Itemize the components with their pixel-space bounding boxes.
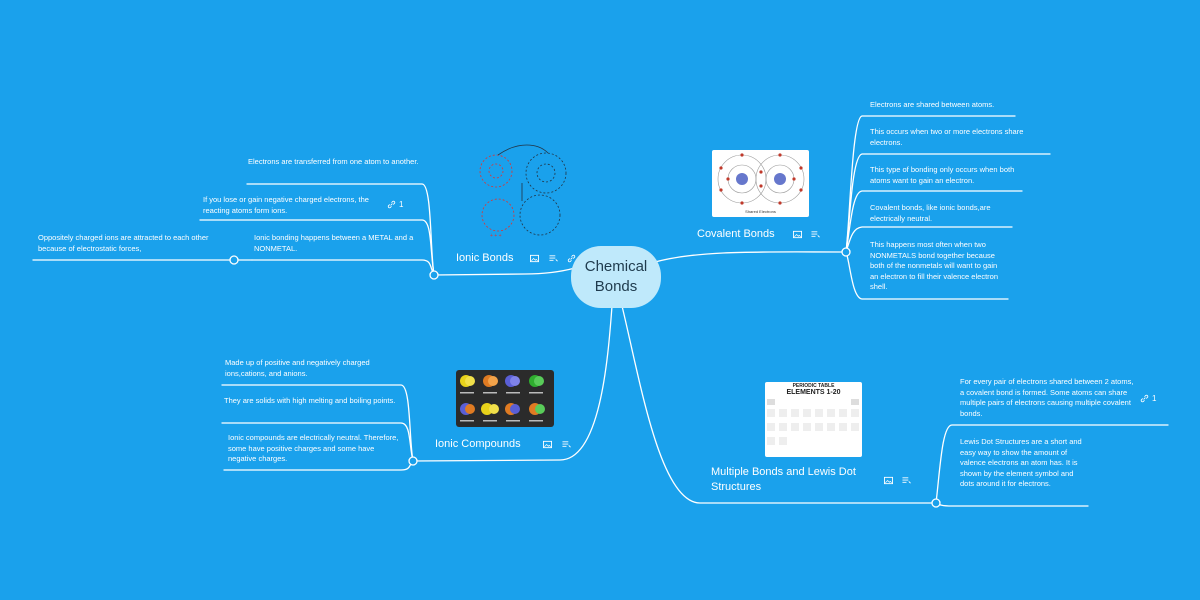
covalent-bonds-image: Shared Electrons: [712, 150, 809, 217]
periodic-table-subtitle: ELEMENTS 1-20: [786, 389, 841, 396]
note-pair-of-electrons[interactable]: For every pair of electrons shared betwe…: [960, 377, 1134, 418]
topic-ionic-bonds[interactable]: Ionic Bonds: [456, 251, 513, 265]
ionic-bonds-image: + + +: [478, 143, 568, 241]
note-electrons-shared[interactable]: Electrons are shared between atoms.: [870, 100, 995, 109]
image-icon[interactable]: [793, 230, 802, 239]
note-lewis-dot[interactable]: Lewis Dot Structures are a short and eas…: [960, 437, 1082, 488]
central-topic[interactable]: Chemical Bonds: [571, 246, 661, 308]
image-icon[interactable]: [543, 440, 552, 449]
topic-ionic-bonds-label: Ionic Bonds: [456, 252, 514, 264]
note-lose-gain-electrons[interactable]: If you lose or gain negative charged ele…: [203, 195, 369, 215]
topic-multiple-bonds[interactable]: Multiple Bonds and Lewis Dot Structures: [711, 465, 886, 495]
note-two-or-more[interactable]: This occurs when two or more electrons s…: [870, 127, 1024, 147]
connector-covalent-bonds: [654, 251, 847, 263]
node-dot-ionic-bonds: [429, 270, 439, 280]
note-oppositely-charged[interactable]: Oppositely charged ions are attracted to…: [38, 233, 209, 253]
svg-text:+ + +: + + +: [490, 233, 502, 239]
node-dot-multiple-bonds: [931, 498, 941, 508]
periodic-table-image: PERIODIC TABLE ELEMENTS 1-20: [765, 382, 862, 457]
node-dot-ionic-compounds: [408, 456, 418, 466]
topic-covalent-bonds[interactable]: Covalent Bonds: [697, 227, 775, 241]
notes-icon[interactable]: [902, 476, 911, 485]
note-metal-nonmetal[interactable]: Ionic bonding happens between a METAL an…: [254, 233, 414, 253]
note-covalent-neutral[interactable]: Covalent bonds, like ionic bonds,are ele…: [870, 203, 991, 223]
connector-ionic-compounds: [412, 305, 613, 462]
notes-icon[interactable]: [811, 230, 820, 239]
image-icon[interactable]: [884, 476, 893, 485]
note-electrons-transferred[interactable]: Electrons are transferred from one atom …: [248, 157, 419, 166]
image-icon[interactable]: [530, 254, 539, 263]
topic-covalent-bonds-label: Covalent Bonds: [697, 228, 775, 240]
link-icon[interactable]: [387, 200, 396, 209]
topic-ionic-compounds[interactable]: Ionic Compounds: [435, 437, 521, 451]
covalent-image-caption: Shared Electrons: [745, 209, 776, 214]
link-count: 1: [399, 200, 404, 209]
notes-icon[interactable]: [549, 254, 558, 263]
node-dot-covalent: [841, 247, 851, 257]
note-solids[interactable]: They are solids with high melting and bo…: [224, 396, 396, 405]
note-both-gain[interactable]: This type of bonding only occurs when bo…: [870, 165, 1015, 185]
node-dot-opposite: [229, 255, 239, 265]
connector-ionic-bonds: [433, 267, 576, 276]
note-made-up-ions[interactable]: Made up of positive and negatively charg…: [225, 358, 370, 378]
topic-ionic-compounds-label: Ionic Compounds: [435, 438, 521, 450]
link-icon[interactable]: [567, 254, 576, 263]
note-compounds-neutral[interactable]: Ionic compounds are electrically neutral…: [228, 433, 399, 463]
ionic-compounds-image: [456, 370, 554, 427]
central-topic-label: Chemical Bonds: [584, 258, 648, 295]
topic-multiple-bonds-label: Multiple Bonds and Lewis Dot Structures: [711, 466, 856, 493]
connector-multiple-bonds: [621, 305, 937, 504]
link-icon[interactable]: [1140, 394, 1149, 403]
periodic-table-title: PERIODIC TABLE: [792, 383, 835, 389]
note-nonmetals-bond[interactable]: This happens most often when two NONMETA…: [870, 240, 998, 291]
link-count: 1: [1152, 394, 1157, 403]
notes-icon[interactable]: [562, 440, 571, 449]
